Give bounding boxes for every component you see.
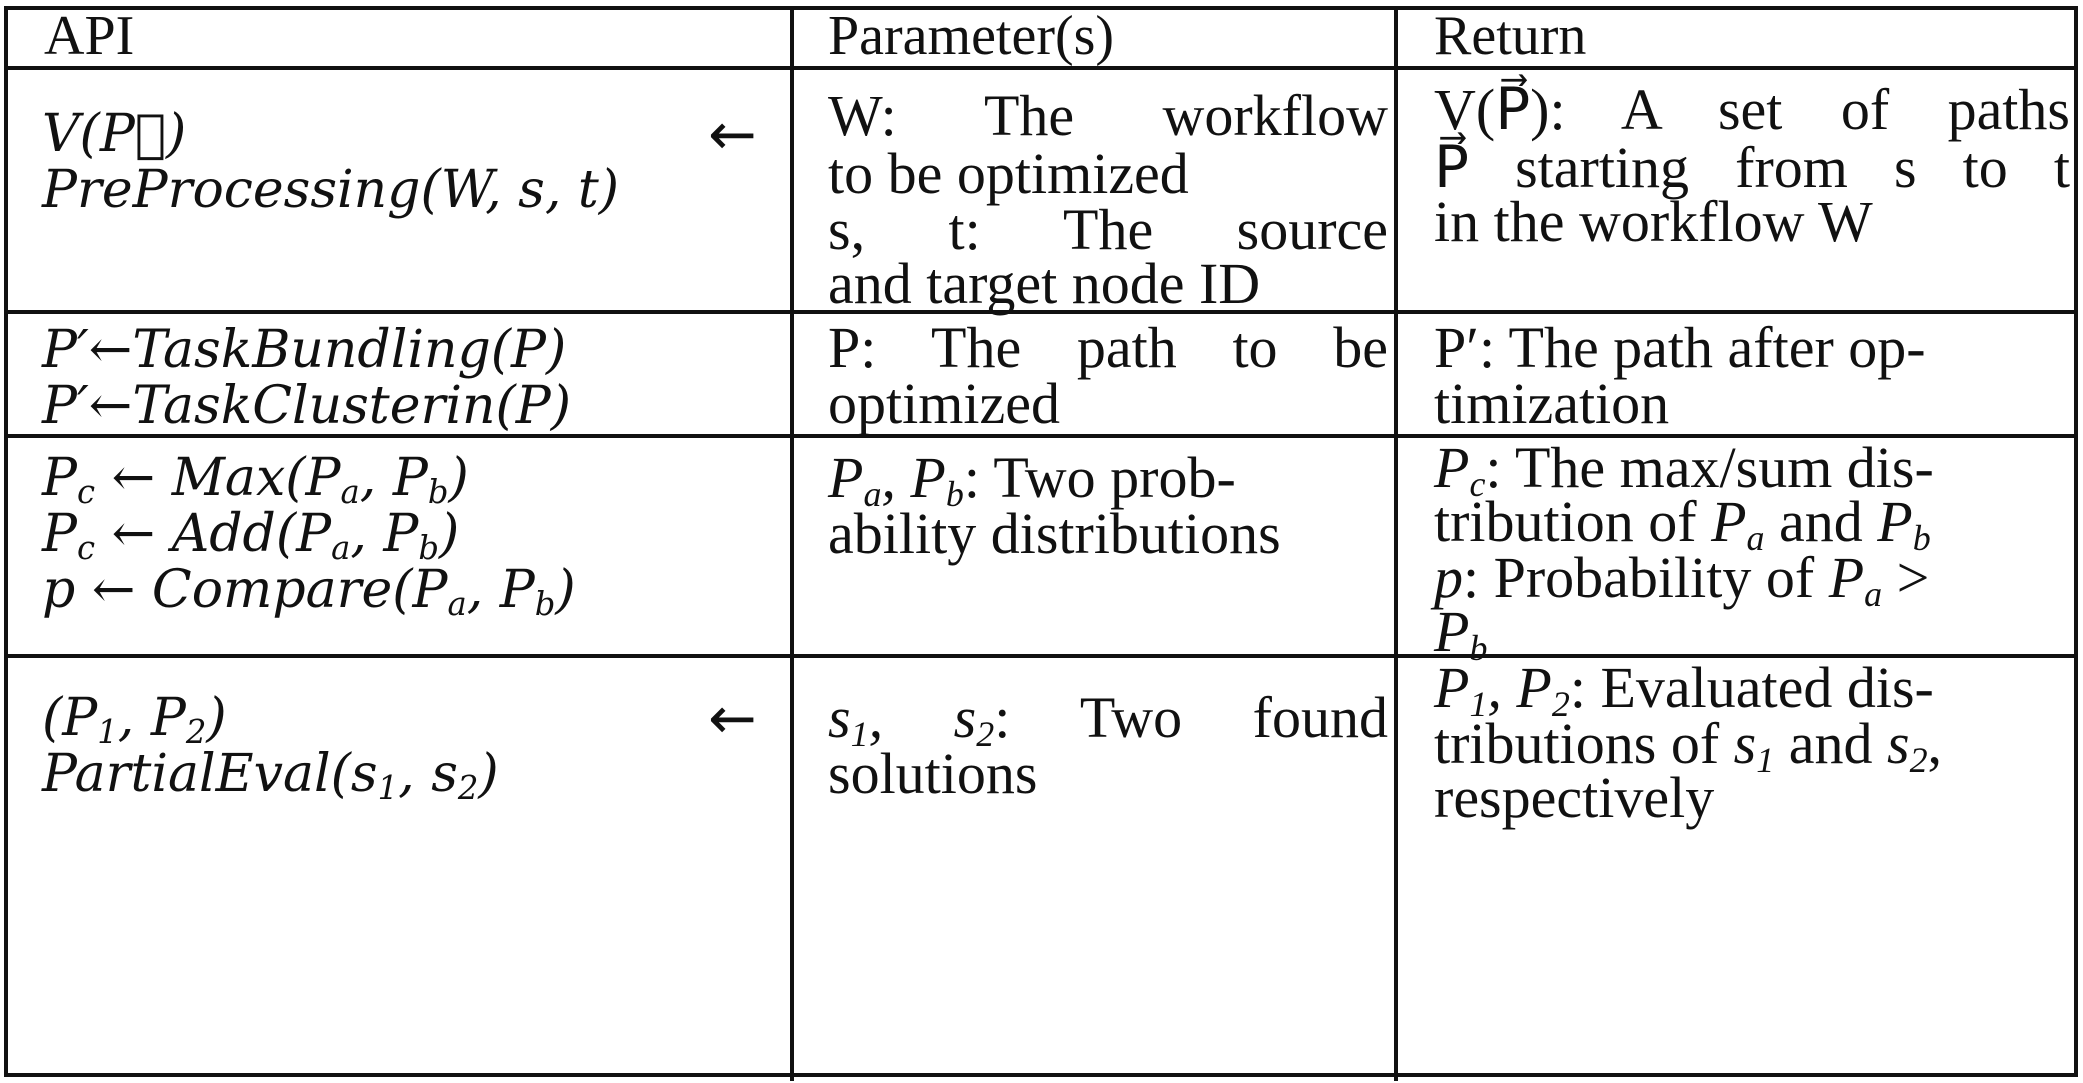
param-line: solutions	[828, 741, 1038, 806]
return-line: P1, P2: Evaluated dis-	[1434, 655, 1934, 724]
api-line: P′←TaskClusterin(P)	[42, 376, 572, 436]
api-line: PreProcessing(W, s, t)	[42, 160, 620, 220]
api-cell: P′←TaskBundling(P) P′←TaskClusterin(P)	[8, 314, 790, 436]
return-line: P′: The path after op-	[1434, 315, 1926, 380]
param-line: Pa, Pb: Two prob-	[828, 445, 1236, 514]
api-line: Pc ← Max(Pa, Pb)	[42, 448, 469, 512]
api-line: V(P⃗)	[42, 104, 187, 164]
param-line: to be optimized	[828, 141, 1189, 206]
params-cell: s1, s2: Two found solutions	[790, 658, 1394, 1081]
param-line: s, t: The source	[828, 197, 1388, 262]
api-line: p ← Compare(Pa, Pb)	[42, 560, 576, 624]
header-api: API	[44, 5, 135, 67]
param-line: s1, s2: Two found	[828, 685, 1388, 754]
arrow-symbol: ←	[708, 684, 757, 752]
return-line: timization	[1434, 371, 1670, 436]
api-line: P′←TaskBundling(P)	[42, 320, 567, 380]
param-line: W: The workflow	[828, 83, 1388, 148]
api-line: PartialEval(s1, s2)	[42, 744, 499, 808]
return-line: respectively	[1434, 765, 1715, 830]
header-cell-params: Parameter(s)	[790, 6, 1394, 66]
return-line: tributions of s1 and s2,	[1434, 711, 1943, 780]
api-table: API Parameter(s) Return V(P⃗) ← PreProce…	[4, 6, 2078, 1081]
api-line: Pc ← Add(Pa, Pb)	[42, 504, 460, 568]
return-line: p: Probability of Pa >	[1434, 545, 1930, 614]
params-cell: P: The path to be optimized	[790, 314, 1394, 434]
param-line: ability distributions	[828, 501, 1281, 566]
param-line: P: The path to be	[828, 315, 1388, 380]
return-cell: V(P⃗): A set of paths P⃗ starting from s…	[1394, 70, 2074, 310]
return-line: in the workflow W	[1434, 189, 1873, 254]
table-row: V(P⃗) ← PreProcessing(W, s, t) W: The wo…	[8, 66, 2074, 314]
return-line: tribution of Pa and Pb	[1434, 489, 1931, 558]
header-params: Parameter(s)	[828, 5, 1115, 67]
table-row: (P1, P2) ← PartialEval(s1, s2) s1, s2: T…	[8, 654, 2074, 1081]
return-line: V(P⃗): A set of paths	[1434, 77, 2070, 142]
header-cell-return: Return	[1394, 6, 2074, 66]
api-cell: V(P⃗) ← PreProcessing(W, s, t)	[8, 70, 790, 310]
api-cell: (P1, P2) ← PartialEval(s1, s2)	[8, 658, 790, 1081]
table-row: Pc ← Max(Pa, Pb) Pc ← Add(Pa, Pb) p ← Co…	[8, 434, 2074, 666]
return-line: P⃗ starting from s to t	[1434, 135, 2070, 200]
api-cell: Pc ← Max(Pa, Pb) Pc ← Add(Pa, Pb) p ← Co…	[8, 438, 790, 654]
params-cell: Pa, Pb: Two prob- ability distributions	[790, 438, 1394, 654]
return-cell: P′: The path after op- timization	[1394, 314, 2074, 434]
return-cell: Pc: The max/sum dis- tribution of Pa and…	[1394, 435, 2074, 666]
header-return: Return	[1434, 5, 1587, 67]
api-line: (P1, P2)	[42, 688, 227, 752]
return-cell: P1, P2: Evaluated dis- tributions of s1 …	[1394, 658, 2074, 1081]
header-row: API Parameter(s) Return	[8, 6, 2074, 66]
return-line: Pc: The max/sum dis-	[1434, 435, 1934, 504]
param-line: optimized	[828, 371, 1060, 436]
header-cell-api: API	[8, 6, 790, 66]
table-row: P′←TaskBundling(P) P′←TaskClusterin(P) P…	[8, 310, 2074, 436]
arrow-symbol: ←	[708, 100, 757, 168]
param-line: and target node ID	[828, 251, 1261, 316]
params-cell: W: The workflow to be optimized s, t: Th…	[790, 70, 1394, 314]
return-line: Pb	[1434, 599, 1488, 668]
